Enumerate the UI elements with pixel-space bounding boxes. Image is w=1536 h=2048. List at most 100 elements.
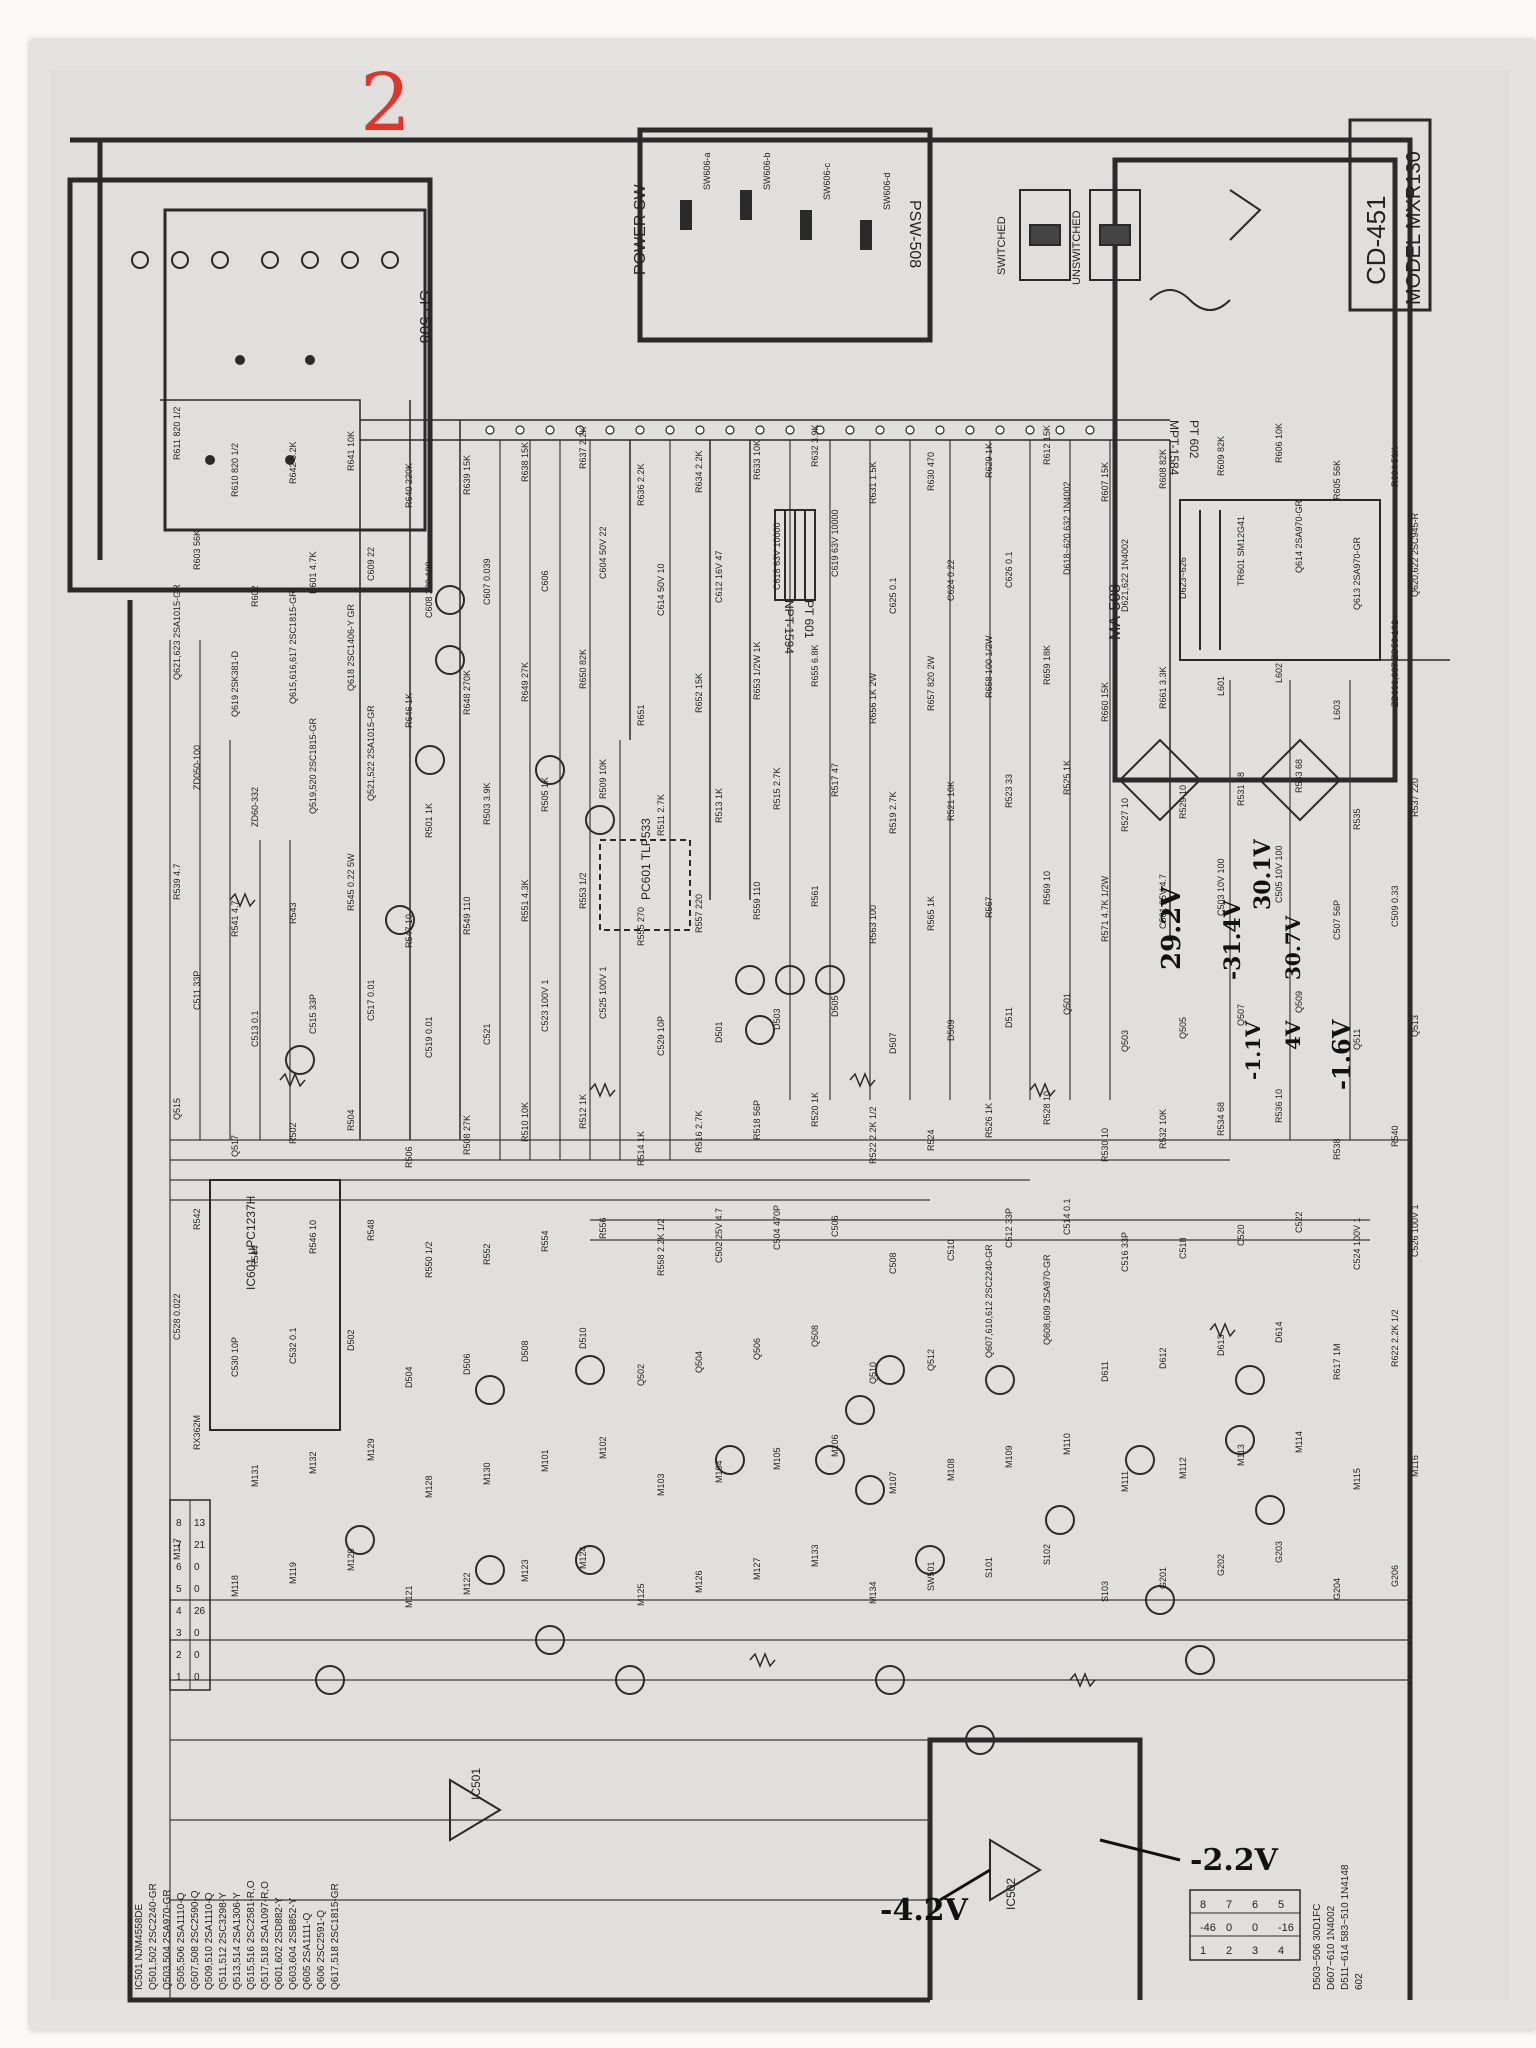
component-label: R631 1.5K — [868, 461, 878, 504]
component-label: Q607,610,612 2SC2240-GR — [984, 1244, 994, 1358]
ic-table-pin: 4 — [176, 1606, 182, 1617]
component-label: R633 10K — [752, 440, 762, 480]
component-label: R544 — [250, 1245, 260, 1267]
psw-label: PSW-508 — [906, 200, 923, 268]
ic-table2-cell: -46 — [1200, 1922, 1216, 1934]
ic-label: IC501 — [469, 1768, 483, 1800]
voltage-minus-1-6: -1.6V — [1327, 1019, 1356, 1090]
parts-list-entry: Q501,502 2SC2240-GR — [148, 1883, 159, 1990]
unswitched-label: UNSWITCHED — [1071, 210, 1083, 285]
component-label: R513 1K — [714, 788, 724, 823]
ic-table-pin: 8 — [176, 1518, 182, 1529]
component-label: M129 — [366, 1438, 376, 1461]
component-label: R540 — [1390, 1125, 1400, 1147]
component-label: R571 4.7K 1/2W — [1100, 875, 1110, 942]
component-label: R607 15K — [1100, 462, 1110, 502]
voltage-minus-31-4: -31.4V — [1220, 899, 1246, 980]
component-label: R557 220 — [694, 894, 704, 933]
component-label: M117 — [172, 1538, 182, 1560]
component-label: C606 — [540, 570, 550, 592]
ic-table-voltage: 0 — [194, 1650, 200, 1661]
parts-list-entry: Q606 2SC2591-Q — [316, 1910, 327, 1990]
component-label: M112 — [1178, 1457, 1188, 1479]
switch-d-label: SW606-d — [882, 172, 892, 210]
ic-table2-cell: 7 — [1226, 1899, 1232, 1911]
diode-list-entry: 602 — [1354, 1973, 1365, 1990]
component-label: SW501 — [926, 1561, 936, 1591]
component-label: Q517 — [230, 1135, 240, 1157]
component-label: R547 10 — [404, 914, 414, 948]
component-label: R661 3.3K — [1158, 666, 1168, 709]
component-label: R518 56P — [752, 1100, 762, 1140]
voltage-29-2: 29.2V — [1157, 886, 1187, 970]
component-label: R508 27K — [462, 1115, 472, 1155]
schematic-sheet: 2 POWER SW PSW-508 SP-508 MA-508 NPT-159… — [30, 40, 1536, 2030]
component-label: ZD606,607 ZD50-162 — [1390, 620, 1400, 707]
component-label: G201 — [1158, 1567, 1168, 1589]
component-label: Q620,622 2SC945-R — [1410, 512, 1420, 597]
component-label: L601 — [1216, 676, 1226, 696]
component-label: C521 — [482, 1023, 492, 1045]
ic-table-pin: 3 — [176, 1628, 182, 1639]
component-label: C508 — [888, 1252, 898, 1274]
component-label: R517 47 — [830, 763, 840, 797]
component-label: R510 10K — [520, 1102, 530, 1142]
component-label: R548 — [366, 1219, 376, 1241]
component-label: R565 1K — [926, 896, 936, 931]
ic-table2-cell: 0 — [1226, 1922, 1232, 1934]
component-label: M103 — [656, 1473, 666, 1496]
ic-pin-table — [169, 1499, 211, 1691]
component-label: R524 — [926, 1129, 936, 1151]
component-label: TR601 SM12G41 — [1236, 516, 1246, 586]
component-label: R542 — [192, 1208, 202, 1230]
component-label: ZD60-332 — [250, 787, 260, 827]
component-label: L602 — [1274, 663, 1284, 683]
component-label: R648 270K — [462, 670, 472, 715]
ic-table2-cell: 2 — [1226, 1945, 1232, 1957]
ic-pin-table-2 — [1189, 1889, 1301, 1961]
component-label: Q504 — [694, 1351, 704, 1373]
parts-list-entry: Q517,518 2SA1097-R,O — [260, 1881, 271, 1990]
ic-table-pin: 2 — [176, 1650, 182, 1661]
component-label: R651 — [636, 704, 646, 726]
component-label: R611 820 1/2 — [172, 407, 182, 460]
component-label: R617 1M — [1332, 1343, 1342, 1380]
component-label: R646 1K — [404, 693, 414, 728]
component-label: Q521,522 2SA1015-GR — [366, 705, 376, 801]
component-label: D613 — [1216, 1334, 1226, 1356]
component-label: R503 3.9K — [482, 782, 492, 825]
component-label: Q503 — [1120, 1030, 1130, 1052]
model-title: CD-451 — [1361, 195, 1391, 285]
component-label: M121 — [404, 1585, 414, 1608]
ic-table2-cell: 4 — [1278, 1945, 1284, 1957]
power-sw-label: POWER SW — [632, 183, 649, 275]
component-label: C514 0.1 — [1062, 1198, 1072, 1235]
component-label: C503 10V 100 — [1216, 858, 1226, 916]
component-label: R608 82K — [1158, 449, 1168, 489]
parts-list-entry: Q509,510 2SA1110-Q — [204, 1892, 215, 1990]
diode-list-entry: D511~614 583~510 1N4148 — [1340, 1864, 1351, 1990]
component-label: D612 — [1158, 1347, 1168, 1369]
component-label: Q515 — [172, 1098, 182, 1120]
component-label: R514 1K — [636, 1131, 646, 1166]
component-label: Q511 — [1352, 1029, 1362, 1050]
component-label: R520 1K — [810, 1092, 820, 1127]
parts-list-entry: Q605 2SA1111-Q — [302, 1913, 313, 1990]
parts-list-entry: Q515,516 2SC2581-R,O — [246, 1880, 257, 1990]
component-label: R515 2.7K — [772, 767, 782, 810]
component-label: C626 0.1 — [1004, 551, 1014, 588]
component-label: Q621,623 2SA1015-GR — [172, 584, 182, 680]
component-label: R563 100 — [868, 905, 878, 944]
component-label: Q501 — [1062, 993, 1072, 1015]
component-label: R641 10K — [346, 431, 356, 471]
component-label: R526 1K — [984, 1103, 994, 1138]
component-label: C505 10V 100 — [1274, 845, 1284, 903]
component-label: M113 — [1236, 1444, 1246, 1466]
ic-table-voltage: 0 — [194, 1584, 200, 1595]
component-label: R630 470 — [926, 452, 936, 491]
ic-table-voltage: 26 — [194, 1606, 206, 1617]
component-label: D503 — [772, 1008, 782, 1030]
ma-label: MA-508 — [1107, 584, 1124, 640]
component-label: D509 — [946, 1019, 956, 1041]
component-label: R531 68 — [1236, 772, 1246, 806]
